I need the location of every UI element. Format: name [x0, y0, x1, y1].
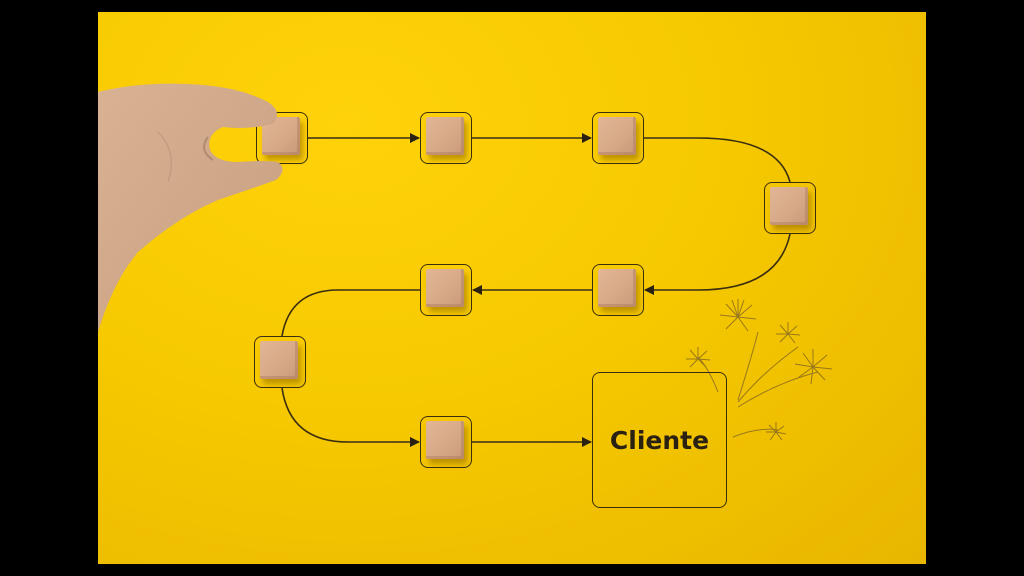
flow-node-5 [592, 264, 644, 316]
wooden-block [426, 117, 464, 155]
illustration-canvas: Cliente [98, 12, 926, 564]
flow-node-8 [420, 416, 472, 468]
flow-connectors [281, 133, 833, 447]
wooden-block [426, 269, 464, 307]
cliente-label: Cliente [609, 425, 710, 455]
fireworks-decoration [686, 299, 833, 441]
wooden-block [260, 341, 298, 379]
wooden-block [426, 421, 464, 459]
flow-node-3 [592, 112, 644, 164]
flow-node-4 [764, 182, 816, 234]
wooden-block [598, 269, 636, 307]
hand-illustration [98, 83, 283, 332]
wooden-block [770, 187, 808, 225]
flow-node-6 [420, 264, 472, 316]
cliente-destination-box: Cliente [592, 372, 727, 508]
flow-node-2 [420, 112, 472, 164]
wooden-block [598, 117, 636, 155]
flow-node-7 [254, 336, 306, 388]
